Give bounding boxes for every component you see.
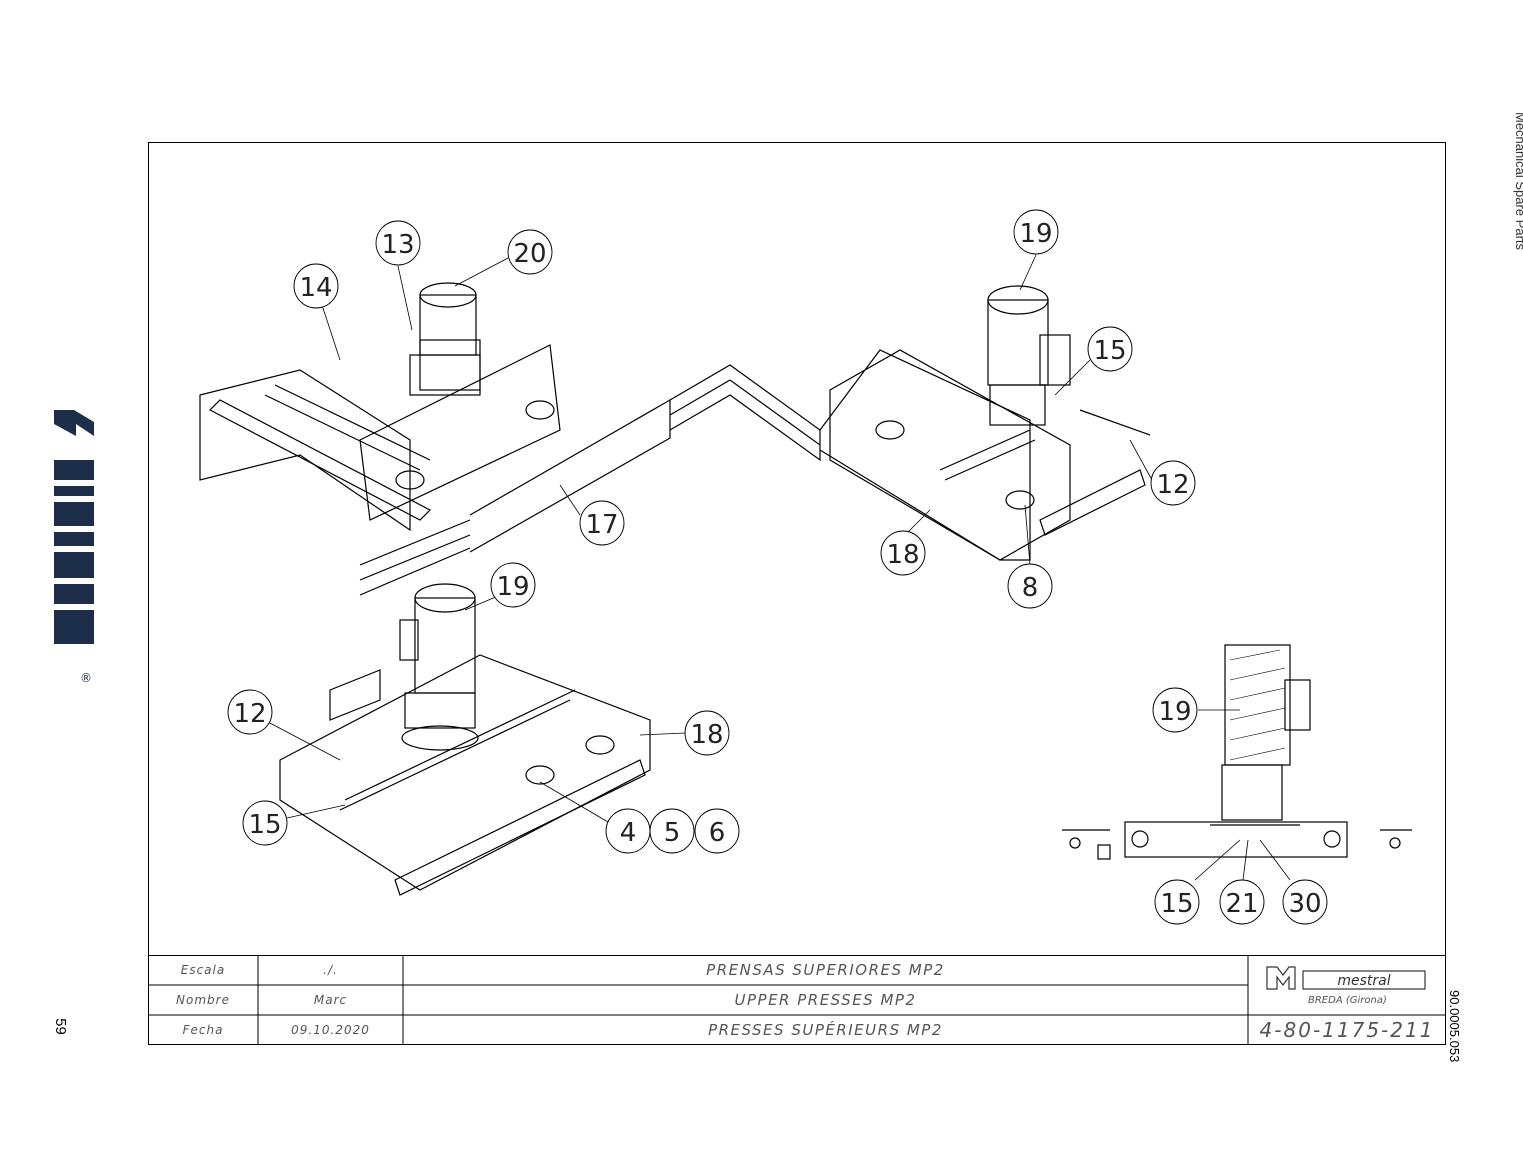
callout-19-section: 19 [1152,687,1198,733]
value-name: Marc [313,993,348,1007]
value-scale: ./. [323,963,338,977]
svg-text:13: 13 [381,230,414,260]
title-english: UPPER PRESSES MP2 [734,991,917,1009]
callout-6: 6 [694,808,740,854]
svg-text:19: 19 [1158,697,1191,727]
side-brand-logo: ® [54,410,94,685]
label-date: Fecha [182,1023,224,1037]
callout-15-top: 15 [1087,326,1133,372]
callout-12-top: 12 [1150,460,1196,506]
callout-14: 14 [293,263,339,309]
svg-text:4: 4 [620,818,637,848]
callout-19-bottom: 19 [490,562,536,608]
svg-text:8: 8 [1022,573,1039,603]
callout-12-bottom: 12 [227,689,273,735]
svg-text:12: 12 [1156,470,1189,500]
value-date: 09.10.2020 [291,1023,370,1037]
svg-text:18: 18 [886,540,919,570]
svg-text:15: 15 [1160,889,1193,919]
registered-mark: ® [80,671,92,685]
svg-text:30: 30 [1288,889,1321,919]
svg-text:14: 14 [299,273,332,303]
svg-text:6: 6 [709,818,726,848]
callout-30: 30 [1282,879,1328,925]
drawing-number: 4-80-1175-211 [1259,1018,1435,1042]
company-logo: mestral [1266,966,1426,990]
callout-20: 20 [507,229,553,275]
label-name: Nombre [176,993,230,1007]
callout-15-section: 15 [1154,879,1200,925]
label-scale: Escala [180,963,226,977]
title-block-grid [148,955,1446,1045]
callout-5: 5 [649,808,695,854]
svg-text:15: 15 [1093,336,1126,366]
svg-text:20: 20 [513,239,546,269]
callout-18-top: 18 [880,530,926,576]
svg-text:17: 17 [585,510,618,540]
callout-18-bottom: 18 [684,710,730,756]
title-spanish: PRENSAS SUPERIORES MP2 [706,961,945,979]
svg-text:12: 12 [233,699,266,729]
svg-text:21: 21 [1225,889,1258,919]
callout-21: 21 [1219,879,1265,925]
callout-4: 4 [605,808,651,854]
callout-17: 17 [579,500,625,546]
svg-text:18: 18 [690,720,723,750]
callout-13: 13 [375,220,421,266]
svg-text:5: 5 [664,818,681,848]
title-french: PRESSES SUPÉRIEURS MP2 [708,1021,943,1039]
title-block: Escala Nombre Fecha ./. Marc 09.10.2020 … [148,955,1446,1045]
callout-15-bottom: 15 [242,800,288,846]
svg-text:19: 19 [496,572,529,602]
callout-19-top: 19 [1013,209,1059,255]
callout-8: 8 [1007,563,1053,609]
svg-text:mestral: mestral [1337,973,1390,989]
svg-text:15: 15 [248,810,281,840]
svg-text:19: 19 [1019,219,1052,249]
company-location: BREDA (Girona) [1308,995,1387,1006]
